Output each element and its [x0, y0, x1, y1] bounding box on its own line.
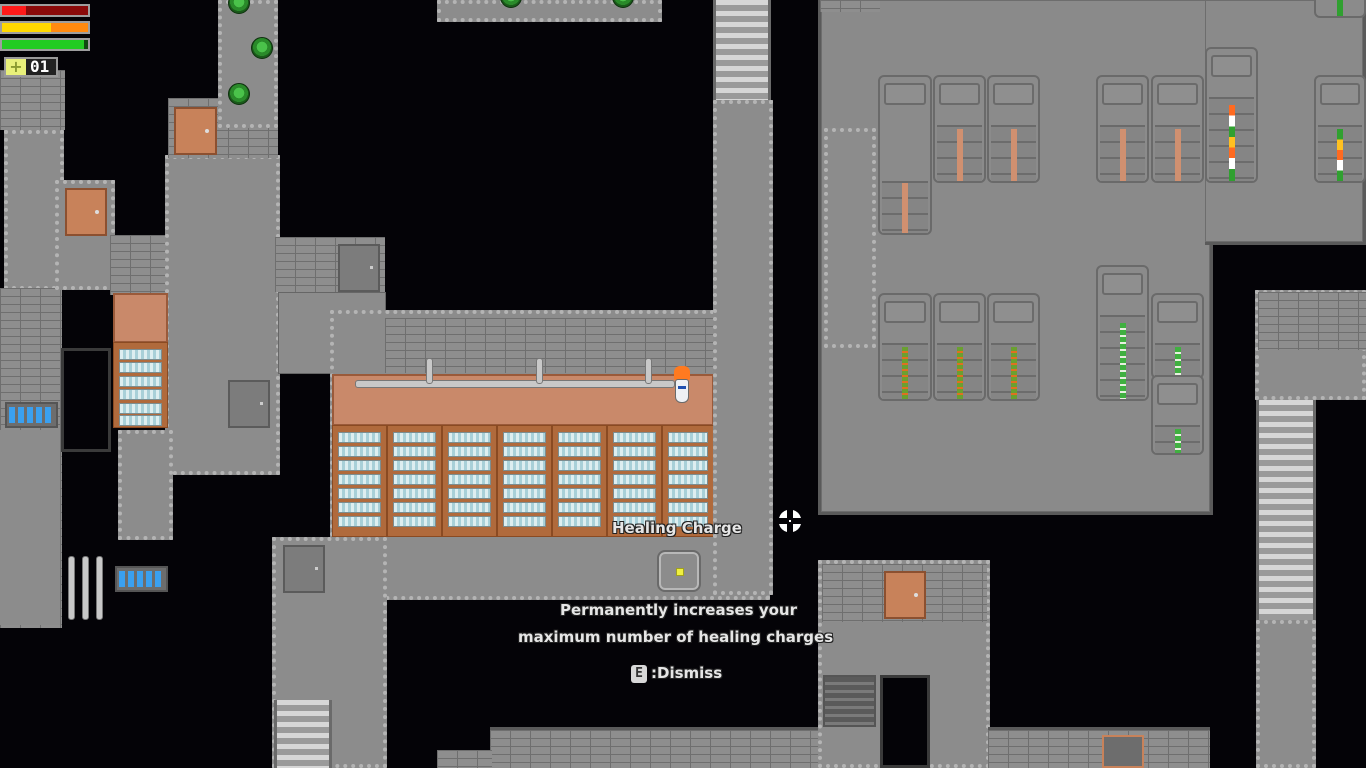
wall-segment [820, 0, 880, 12]
player-belt [678, 386, 686, 389]
specimen-tank [987, 75, 1040, 183]
slime-enemy[interactable] [251, 37, 273, 59]
lab-room-back-wall [385, 318, 715, 373]
door[interactable] [174, 107, 217, 155]
counter-top [113, 293, 168, 343]
player-body [675, 379, 689, 403]
specimen-tank [933, 293, 986, 401]
left-lower-floor [0, 430, 60, 625]
healing-charge-icon [676, 568, 684, 576]
pit [880, 675, 930, 768]
wall-segment [437, 750, 492, 768]
stamina-bar-fill [2, 23, 52, 32]
metal-door[interactable] [228, 380, 270, 428]
pipe [645, 358, 652, 384]
pit [61, 348, 111, 452]
specimen-tank [1151, 75, 1204, 183]
left-building-wall [0, 70, 65, 130]
energy-bar-fill [2, 40, 84, 49]
top-ledge [437, 0, 662, 22]
south-wall [490, 727, 825, 768]
specimen-tank [878, 75, 932, 235]
door[interactable] [65, 188, 107, 236]
pipe [536, 358, 543, 384]
metal-door[interactable] [338, 244, 380, 292]
pipe [68, 556, 75, 620]
specimen-tank [987, 293, 1040, 401]
door[interactable] [884, 571, 926, 619]
metal-door[interactable] [283, 545, 325, 593]
pickup-description-line2: maximum number of healing charges [518, 628, 834, 646]
health-bar-fill [2, 6, 27, 15]
health-bar [0, 4, 90, 17]
specimen-tank [1205, 47, 1258, 183]
wall-segment [110, 235, 175, 295]
player-character [672, 366, 692, 404]
stairs[interactable] [274, 700, 332, 768]
slime-corridor [218, 0, 278, 128]
specimen-tank [1151, 293, 1204, 379]
player-hair [674, 366, 690, 380]
slime-enemy[interactable] [228, 83, 250, 105]
bookcase [1102, 735, 1144, 768]
specimen-tank [1314, 75, 1366, 183]
e-key-icon: E [631, 665, 647, 683]
crosshair-icon [776, 507, 804, 535]
floor-grate [823, 675, 876, 727]
stairs[interactable] [713, 0, 771, 100]
pickup-title: Healing Charge [612, 519, 742, 537]
stairs[interactable] [1256, 400, 1316, 620]
pipe [82, 556, 89, 620]
south-wall [988, 727, 1210, 768]
specimen-tank [933, 75, 986, 183]
healing-charge-item [657, 550, 701, 592]
specimen-tank [1151, 375, 1204, 455]
pipe [426, 358, 433, 384]
pipe [355, 380, 675, 388]
bookshelf [113, 342, 168, 428]
dismiss-label: :Dismiss [651, 664, 723, 682]
healing-charge-counter: + 01 [4, 57, 58, 77]
specimen-tank [1096, 265, 1149, 401]
lab-shelves [332, 425, 714, 537]
east-corridor [713, 100, 773, 595]
pipe [96, 556, 103, 620]
healing-charge-count: 01 [30, 57, 50, 76]
blue-vent [115, 566, 168, 592]
energy-bar [0, 38, 90, 51]
tank-room-walkway [824, 128, 876, 348]
pickup-description-line1: Permanently increases your [560, 601, 797, 619]
specimen-tank [878, 293, 932, 401]
stamina-bar [0, 21, 90, 34]
blue-vent [5, 402, 58, 428]
specimen-tank [1314, 0, 1366, 18]
specimen-tank [1096, 75, 1149, 183]
plus-icon: + [6, 59, 26, 75]
hud: + 01 [0, 0, 92, 80]
floor-tile [118, 430, 173, 540]
wall-segment [1258, 292, 1366, 350]
east-corridor-lower [1256, 620, 1316, 768]
